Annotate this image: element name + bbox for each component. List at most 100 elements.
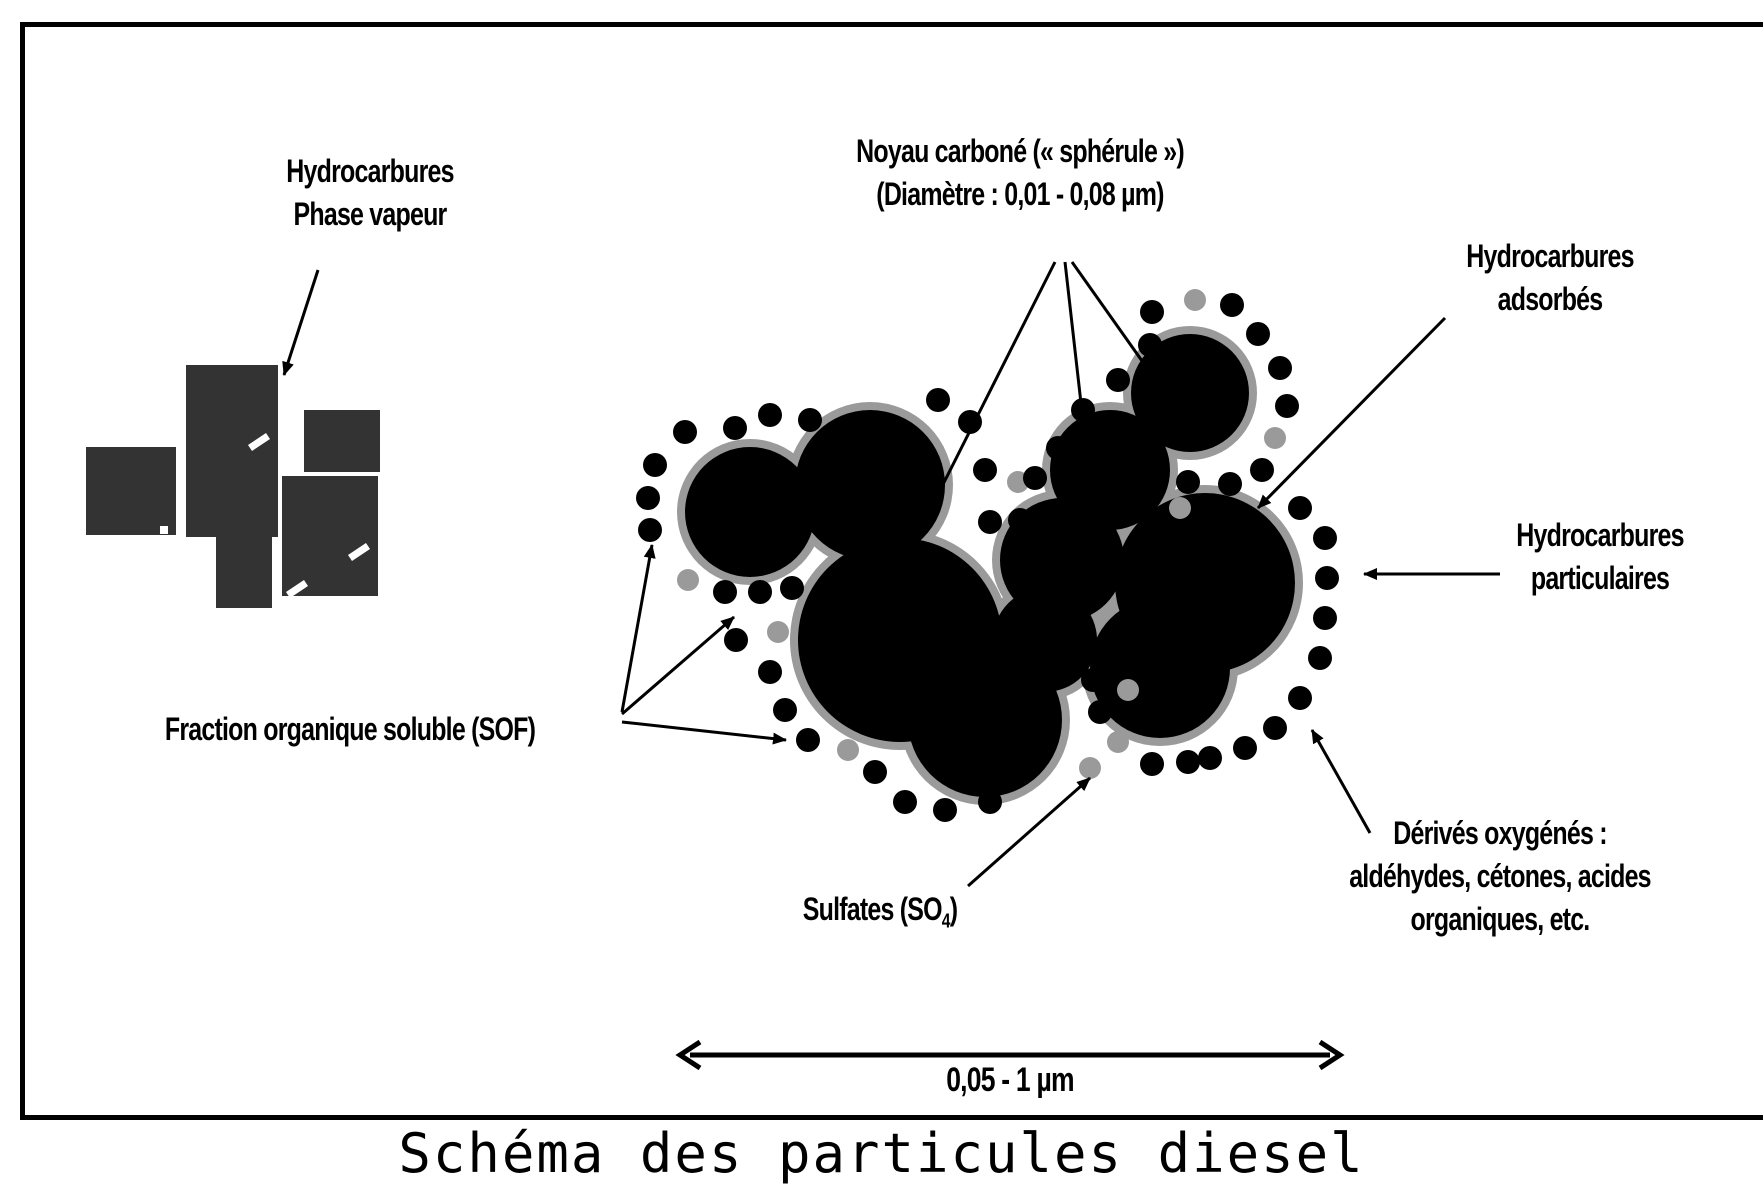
label-oxygenated-line2: aldéhydes, cétones, acides [1349, 858, 1651, 895]
sof-dot [1088, 700, 1112, 724]
sof-dot [1110, 626, 1134, 650]
sof-dot [1138, 333, 1162, 357]
label-vapour-line2: Phase vapeur [293, 196, 448, 233]
arrow-core-3 [1070, 261, 1166, 393]
sulfate-dot [1107, 731, 1129, 753]
sof-dot [973, 458, 997, 482]
sof-dot [978, 790, 1002, 814]
label-sulfates-sub: 4 [941, 910, 951, 933]
particle-agglomerate [677, 326, 1303, 805]
arrow-sulfates [967, 776, 1091, 888]
figure-caption: Schéma des particules diesel [398, 1122, 1365, 1185]
sulfate-dot [1264, 427, 1286, 449]
arrow-adsorbed [1256, 316, 1447, 510]
sof-dot [1218, 472, 1242, 496]
sof-dot [1140, 300, 1164, 324]
label-carbon-core: Noyau carboné (« sphérule ») (Diamètre :… [833, 130, 1207, 216]
label-sulfates-main: Sulfates (SO [802, 891, 943, 927]
sof-dot [1268, 356, 1292, 380]
label-oxygenated-line3: organiques, etc. [1410, 901, 1591, 938]
sof-dot [1288, 686, 1312, 710]
label-sof-text: Fraction organique soluble (SOF) [164, 711, 536, 747]
sof-dot [933, 798, 957, 822]
label-particulate-line2: particulaires [1530, 560, 1670, 597]
label-oxygenated-line1: Dérivés oxygénés : [1393, 815, 1607, 851]
sulfate-dot [1117, 679, 1139, 701]
sof-dot [643, 453, 667, 477]
sof-dot [1315, 566, 1339, 590]
sof-dot [713, 580, 737, 604]
sof-dot [1250, 458, 1274, 482]
sof-dot [1313, 606, 1337, 630]
sulfate-dot [767, 621, 789, 643]
sof-dot [758, 660, 782, 684]
vapour-notch [160, 526, 168, 534]
sulfate-dot [1079, 757, 1101, 779]
label-scale: 0,05 - 1 µm [909, 1058, 1112, 1104]
arrow-core-2 [1063, 261, 1093, 466]
label-core-line2: (Diamètre : 0,01 - 0,08 µm) [876, 176, 1164, 213]
sulfate-dot [837, 739, 859, 761]
sof-dot [798, 408, 822, 432]
sof-dot [1288, 496, 1312, 520]
label-particulate-line1: Hydrocarbures [1516, 517, 1684, 553]
vapour-square [86, 447, 176, 535]
sof-dot [1308, 646, 1332, 670]
label-sulfates-text: Sulfates (SO4) [786, 888, 973, 935]
sof-dot [863, 760, 887, 784]
label-sulfates-end: ) [949, 891, 958, 927]
core-spherule [1131, 334, 1249, 452]
core-spherule [795, 410, 945, 560]
sof-dot [1008, 508, 1032, 532]
sof-dot [978, 510, 1002, 534]
sof-dot [773, 698, 797, 722]
vapour-square [282, 476, 378, 596]
label-oxygenated: Dérivés oxygénés : aldéhydes, cétones, a… [1328, 812, 1671, 942]
sof-dot [1176, 750, 1200, 774]
sof-dot [1313, 526, 1337, 550]
sof-dot [1098, 653, 1122, 677]
sof-dot [1023, 466, 1047, 490]
sof-dot [1246, 322, 1270, 346]
arrows [282, 261, 1500, 888]
sof-dot [1106, 368, 1130, 392]
arrow-vapour [282, 269, 320, 376]
core-spherule [993, 588, 1097, 692]
sof-dot [723, 416, 747, 440]
label-scale-text: 0,05 - 1 µm [946, 1061, 1074, 1099]
arrow-core-1 [913, 261, 1057, 541]
sof-dot [1233, 736, 1257, 760]
arrow-oxygenated [1310, 729, 1372, 834]
sulfate-dot [1184, 289, 1206, 311]
sof-dot [796, 728, 820, 752]
sof-dot [1176, 470, 1200, 494]
label-vapour-line1: Hydrocarbures [286, 153, 454, 189]
adsorbed-dots [636, 289, 1339, 822]
vapour-square [216, 508, 272, 608]
sof-dot [673, 420, 697, 444]
sof-dot [780, 576, 804, 600]
sof-dot [893, 790, 917, 814]
sof-dot [1081, 668, 1105, 692]
arrow-sof-1 [620, 544, 656, 713]
sulfate-dot [677, 569, 699, 591]
sof-dot [748, 580, 772, 604]
sof-dot [1128, 652, 1152, 676]
sof-dot [1046, 436, 1070, 460]
core-spherule [685, 447, 815, 577]
sof-dot [926, 388, 950, 412]
label-adsorbed-hydrocarbons: Hydrocarbures adsorbés [1449, 235, 1652, 321]
sof-dot [1275, 394, 1299, 418]
arrow-sof-2 [621, 615, 735, 716]
sof-dot [636, 486, 660, 510]
label-adsorbed-line2: adsorbés [1497, 281, 1604, 318]
sof-dot [1078, 638, 1102, 662]
sof-dot [1263, 716, 1287, 740]
core-spherule [1050, 410, 1170, 530]
label-particulate-hydrocarbons: Hydrocarbures particulaires [1499, 514, 1702, 600]
scale-bar [675, 1039, 1345, 1071]
vapour-square [304, 410, 380, 472]
label-sulfates: Sulfates (SO4) [786, 888, 973, 935]
sof-dot [1198, 746, 1222, 770]
